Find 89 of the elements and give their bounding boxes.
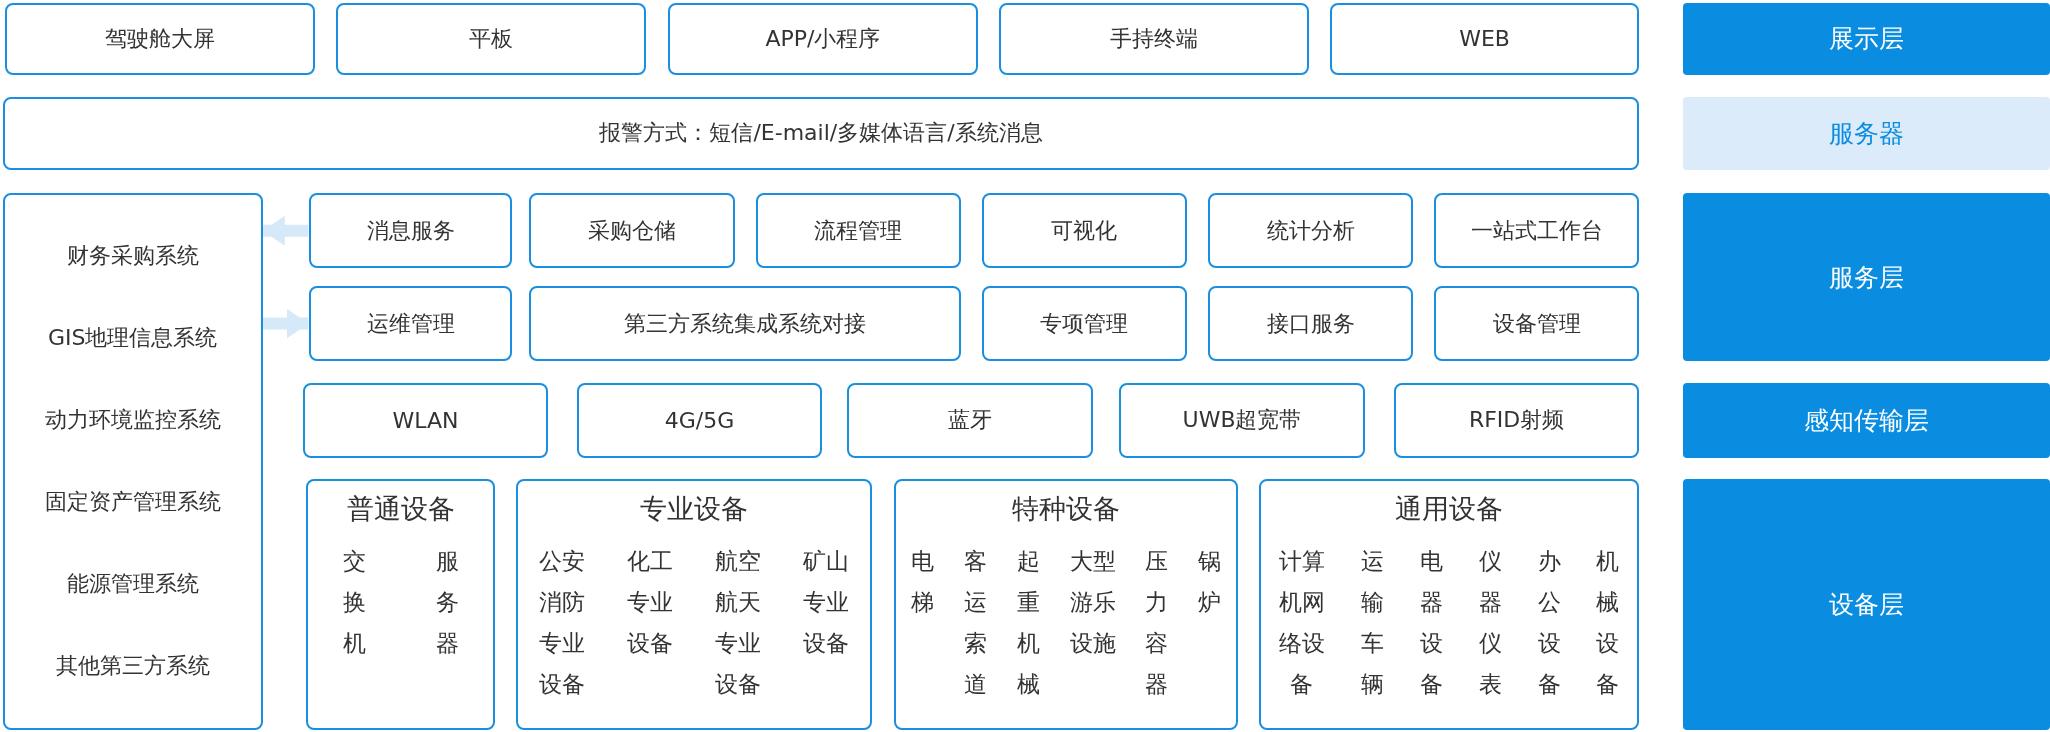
- display-box: [5, 2, 316, 75]
- box-label: 接口服务: [1266, 309, 1355, 338]
- layer-name: 服务器: [1828, 117, 1904, 150]
- device-name: 计算机网络设备: [1278, 546, 1326, 699]
- layer-band: [1682, 478, 2050, 730]
- arrow: [262, 308, 309, 339]
- service-box: [981, 193, 1188, 268]
- device-group-box: [1259, 478, 1640, 730]
- system-name: 能源管理系统: [66, 570, 199, 599]
- layer-name: 设备层: [1828, 588, 1904, 621]
- box-label: 设备管理: [1492, 309, 1581, 338]
- device-name: 化工专业设备: [626, 546, 674, 658]
- service-box: [981, 286, 1188, 361]
- box-label: APP/小程序: [765, 24, 881, 53]
- service-box: [1208, 193, 1414, 268]
- service-box: [308, 193, 513, 268]
- device-group-box: [516, 478, 873, 730]
- box-label: 手持终端: [1109, 24, 1198, 53]
- layer-band: [1682, 2, 2050, 75]
- box-label: 第三方系统集成系统对接: [624, 309, 867, 338]
- arrow: [262, 215, 309, 246]
- layer-band: [1682, 383, 2050, 458]
- box-label: 蓝牙: [948, 406, 993, 435]
- box-label: 流程管理: [814, 216, 903, 245]
- alarm-box: [2, 96, 1640, 170]
- device-name: 公安消防专业设备: [538, 546, 586, 699]
- group-heading: 通用设备: [1395, 491, 1504, 526]
- group-heading: 特种设备: [1012, 491, 1121, 526]
- device-name: 电器设备: [1419, 546, 1444, 699]
- system-name: 其他第三方系统: [55, 652, 210, 681]
- service-box: [529, 193, 735, 268]
- service-box: [1434, 286, 1640, 361]
- device-name: 大型游乐设施: [1068, 546, 1117, 658]
- box-label: 平板: [468, 24, 513, 53]
- device-name: 机械设备: [1595, 546, 1621, 699]
- box-label: WEB: [1459, 26, 1510, 52]
- box-label: 一站式工作台: [1470, 216, 1603, 245]
- device-name: 运输车辆: [1360, 546, 1385, 699]
- group-heading: 普通设备: [346, 491, 455, 526]
- display-box: [1329, 2, 1640, 75]
- transport-box: [303, 383, 548, 458]
- service-box: [529, 286, 961, 361]
- service-box: [1208, 286, 1414, 361]
- transport-box: [1119, 383, 1365, 458]
- service-box: [1434, 193, 1640, 268]
- box-label: 报警方式：短信/E-mail/多媒体语言/系统消息: [599, 119, 1043, 148]
- box-label: 4G/5G: [664, 407, 735, 433]
- device-name: 服务器: [435, 546, 460, 658]
- device-name: 航空航天专业设备: [714, 546, 762, 699]
- transport-box: [1393, 383, 1640, 458]
- layer-name: 服务层: [1828, 261, 1904, 294]
- device-name: 电梯: [910, 546, 935, 617]
- box-label: UWB超宽带: [1182, 406, 1302, 435]
- system-list-panel: [2, 193, 263, 730]
- display-box: [668, 2, 978, 75]
- service-box: [755, 193, 961, 268]
- device-name: 仪器仪表: [1478, 546, 1503, 699]
- device-name: 起重机械: [1016, 546, 1041, 699]
- layer-band: [1682, 193, 2050, 361]
- layer-band: [1682, 96, 2050, 170]
- box-label: 统计分析: [1266, 216, 1355, 245]
- box-label: 消息服务: [366, 216, 455, 245]
- group-heading: 专业设备: [640, 491, 749, 526]
- box-label: 运维管理: [366, 309, 455, 338]
- display-box: [336, 2, 646, 75]
- layer-name: 感知传输层: [1803, 404, 1929, 437]
- device-group-box: [894, 478, 1239, 730]
- device-name: 交换机: [342, 546, 367, 658]
- box-label: 采购仓储: [588, 216, 677, 245]
- transport-box: [576, 383, 823, 458]
- box-label: 可视化: [1051, 216, 1118, 245]
- service-box: [308, 286, 513, 361]
- layer-name: 展示层: [1828, 23, 1904, 56]
- device-name: 压力容器: [1144, 546, 1169, 699]
- system-name: GIS地理信息系统: [47, 324, 218, 353]
- box-label: WLAN: [392, 407, 459, 433]
- display-box: [998, 2, 1309, 75]
- box-label: 驾驶舱大屏: [105, 24, 216, 53]
- system-name: 财务采购系统: [66, 242, 199, 271]
- device-group-box: [305, 478, 496, 730]
- system-name: 动力环境监控系统: [44, 406, 221, 435]
- system-name: 固定资产管理系统: [44, 488, 221, 517]
- device-name: 锅炉: [1197, 546, 1222, 617]
- device-name: 客运索道: [963, 546, 988, 699]
- device-name: 办公设备: [1537, 546, 1562, 699]
- box-label: RFID射频: [1468, 406, 1565, 435]
- transport-box: [847, 383, 1093, 458]
- device-name: 矿山专业设备: [802, 546, 850, 658]
- box-label: 专项管理: [1040, 309, 1129, 338]
